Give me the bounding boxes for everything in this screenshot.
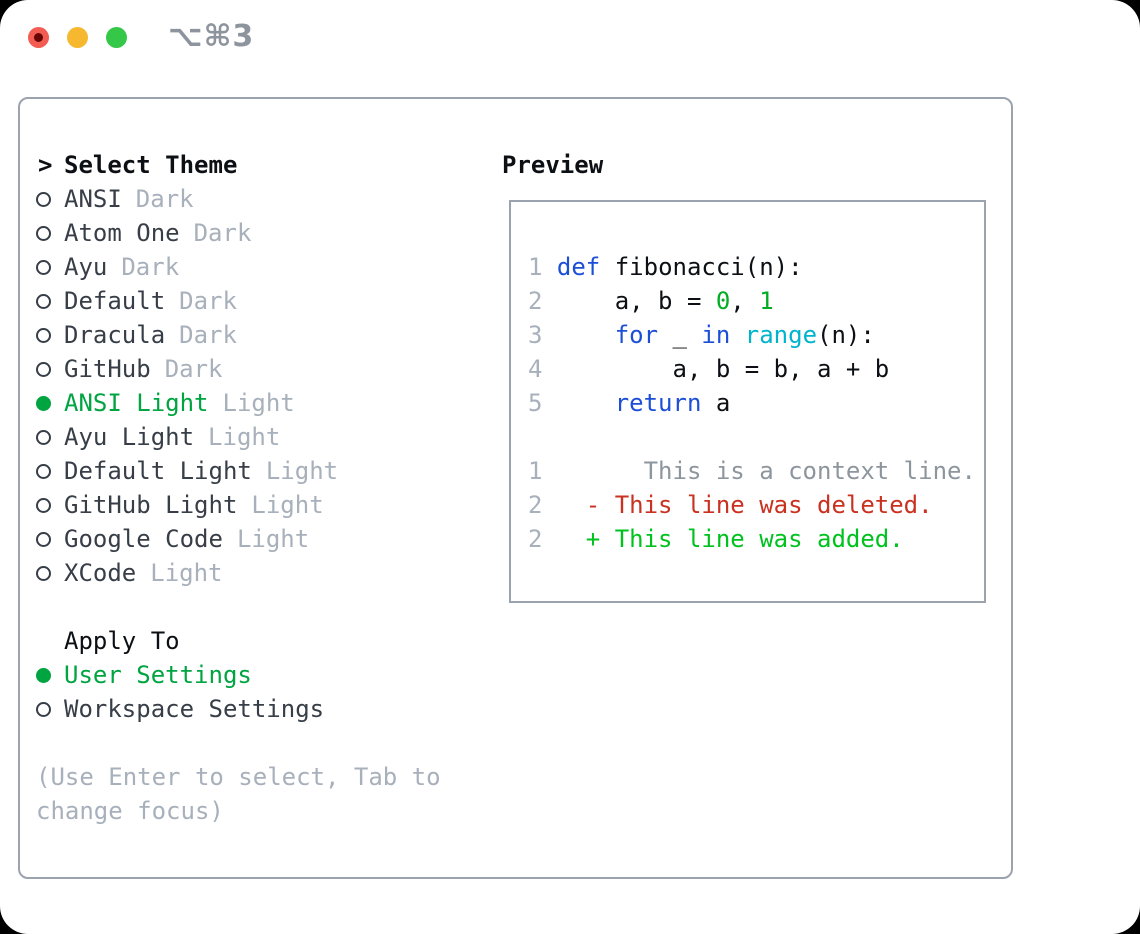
code-line	[528, 216, 984, 250]
theme-name: GitHub	[64, 355, 151, 383]
app-window-frame	[18, 97, 1013, 879]
theme-variant-tag: Dark	[179, 287, 237, 315]
theme-option-google-code[interactable]: Google Code Light	[36, 522, 441, 556]
apply-to-header-row: Apply To	[36, 624, 441, 658]
radio-icon	[36, 361, 64, 377]
theme-variant-tag: Dark	[164, 355, 223, 383]
window-controls	[28, 27, 127, 48]
theme-name: Google Code	[64, 525, 223, 553]
close-button-dot-icon	[34, 33, 43, 42]
theme-variant-tag: Light	[251, 491, 324, 519]
radio-icon	[36, 701, 64, 717]
code-line	[528, 556, 984, 590]
cursor-marker: >	[36, 151, 64, 179]
radio-icon	[36, 531, 64, 547]
apply-to-header: Apply To	[64, 627, 180, 655]
theme-variant-tag: Dark	[121, 253, 180, 281]
minimize-button-icon[interactable]	[67, 27, 88, 48]
radio-icon	[36, 429, 64, 445]
radio-icon	[36, 191, 64, 207]
theme-option-dracula[interactable]: Dracula Dark	[36, 318, 441, 352]
theme-option-xcode[interactable]: XCode Light	[36, 556, 441, 590]
apply-option-label: Workspace Settings	[64, 695, 325, 723]
preview-box: 1 def fibonacci(n): 2 a, b = 0, 1 3 for _ …	[509, 200, 986, 603]
radio-icon	[36, 327, 64, 343]
theme-option-default[interactable]: Default Dark	[36, 284, 441, 318]
code-line: 4 a, b = b, a + b	[528, 355, 890, 383]
theme-name: Ayu Light	[64, 423, 195, 451]
code-line: 1 This is a context line.	[528, 457, 976, 485]
theme-option-github[interactable]: GitHub Dark	[36, 352, 441, 386]
theme-option-github-light[interactable]: GitHub Light Light	[36, 488, 441, 522]
theme-name: GitHub Light	[64, 491, 238, 519]
help-text-line-1: (Use Enter to select, Tab to	[36, 763, 441, 791]
theme-variant-tag: Dark	[193, 219, 252, 247]
preview-title: Preview	[502, 151, 604, 179]
apply-option-workspace-settings[interactable]: Workspace Settings	[36, 692, 441, 726]
radio-icon	[36, 565, 64, 581]
theme-option-ansi-light[interactable]: ANSI Light Light	[36, 386, 441, 420]
theme-option-atom-one[interactable]: Atom One Dark	[36, 216, 441, 250]
theme-list-header: Select Theme	[64, 151, 238, 179]
theme-name: ANSI	[64, 185, 122, 213]
code-line: 2 + This line was added.	[528, 525, 904, 553]
theme-variant-tag: Light	[222, 389, 295, 417]
spacer	[36, 590, 441, 624]
chevron-right-icon: >	[38, 151, 53, 179]
theme-name: XCode	[64, 559, 137, 587]
theme-variant-tag: Dark	[179, 321, 237, 349]
theme-variant-tag: Light	[265, 457, 339, 485]
theme-name: Dracula	[64, 321, 166, 349]
theme-variant-tag: Light	[208, 423, 281, 451]
theme-option-ayu[interactable]: Ayu Dark	[36, 250, 441, 284]
radio-icon	[36, 225, 64, 241]
theme-name: Default Light	[64, 457, 252, 485]
help-text-line-2: change focus)	[36, 797, 224, 825]
theme-list-header-row: > Select Theme	[36, 148, 441, 182]
code-line	[528, 420, 984, 454]
theme-variant-tag: Dark	[135, 185, 194, 213]
theme-option-default-light[interactable]: Default Light Light	[36, 454, 441, 488]
theme-name: ANSI Light	[64, 389, 209, 417]
theme-name: Ayu	[64, 253, 108, 281]
zoom-button-icon[interactable]	[106, 27, 127, 48]
apply-option-user-settings[interactable]: User Settings	[36, 658, 441, 692]
theme-variant-tag: Light	[236, 525, 310, 553]
titlebar-shortcut: ⌥⌘3	[168, 19, 255, 54]
code-line: 5 return a	[528, 389, 731, 417]
theme-option-ayu-light[interactable]: Ayu Light Light	[36, 420, 441, 454]
radio-icon	[36, 395, 64, 411]
code-line: 2 - This line was deleted.	[528, 491, 933, 519]
radio-icon	[36, 497, 64, 513]
theme-variant-tag: Light	[150, 559, 223, 587]
theme-option-ansi[interactable]: ANSI Dark	[36, 182, 441, 216]
close-button-icon[interactable]	[28, 27, 49, 48]
radio-icon	[36, 463, 64, 479]
code-line: 2 a, b = 0, 1	[528, 287, 774, 315]
radio-icon	[36, 667, 64, 683]
theme-name: Default	[64, 287, 166, 315]
radio-icon	[36, 259, 64, 275]
spacer	[36, 726, 441, 760]
apply-option-label: User Settings	[64, 661, 252, 689]
radio-icon	[36, 293, 64, 309]
code-line: 1 def fibonacci(n):	[528, 253, 803, 281]
code-line: 3 for _ in range(n):	[528, 321, 875, 349]
theme-name: Atom One	[64, 219, 180, 247]
